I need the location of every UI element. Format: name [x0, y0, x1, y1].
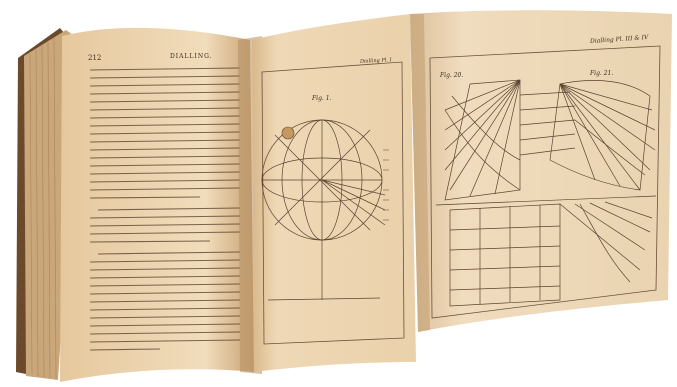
fig20-diagram	[444, 79, 576, 201]
fig20-label: Fig. 20.	[440, 72, 464, 79]
fig1-sun-mark	[281, 126, 295, 140]
scale-ticks	[383, 149, 389, 221]
middle-plate-page	[252, 14, 416, 372]
page-stack-lines	[29, 37, 57, 380]
right-plate-page	[410, 10, 672, 332]
fig21-diagram	[549, 80, 656, 191]
lower-right-diagrams	[435, 195, 657, 307]
fig1-diagram	[261, 119, 386, 301]
running-head: DIALLING.	[170, 53, 213, 60]
page-number: 212	[88, 54, 102, 62]
right-plate-edge-shadow	[410, 14, 430, 332]
left-page	[60, 27, 254, 382]
middle-plate-border	[261, 61, 405, 345]
right-plate-border	[429, 45, 661, 319]
fig1-label: Fig. 1.	[312, 95, 332, 102]
fig21-label: Fig. 21.	[590, 70, 614, 77]
left-page-text-block	[89, 67, 241, 351]
